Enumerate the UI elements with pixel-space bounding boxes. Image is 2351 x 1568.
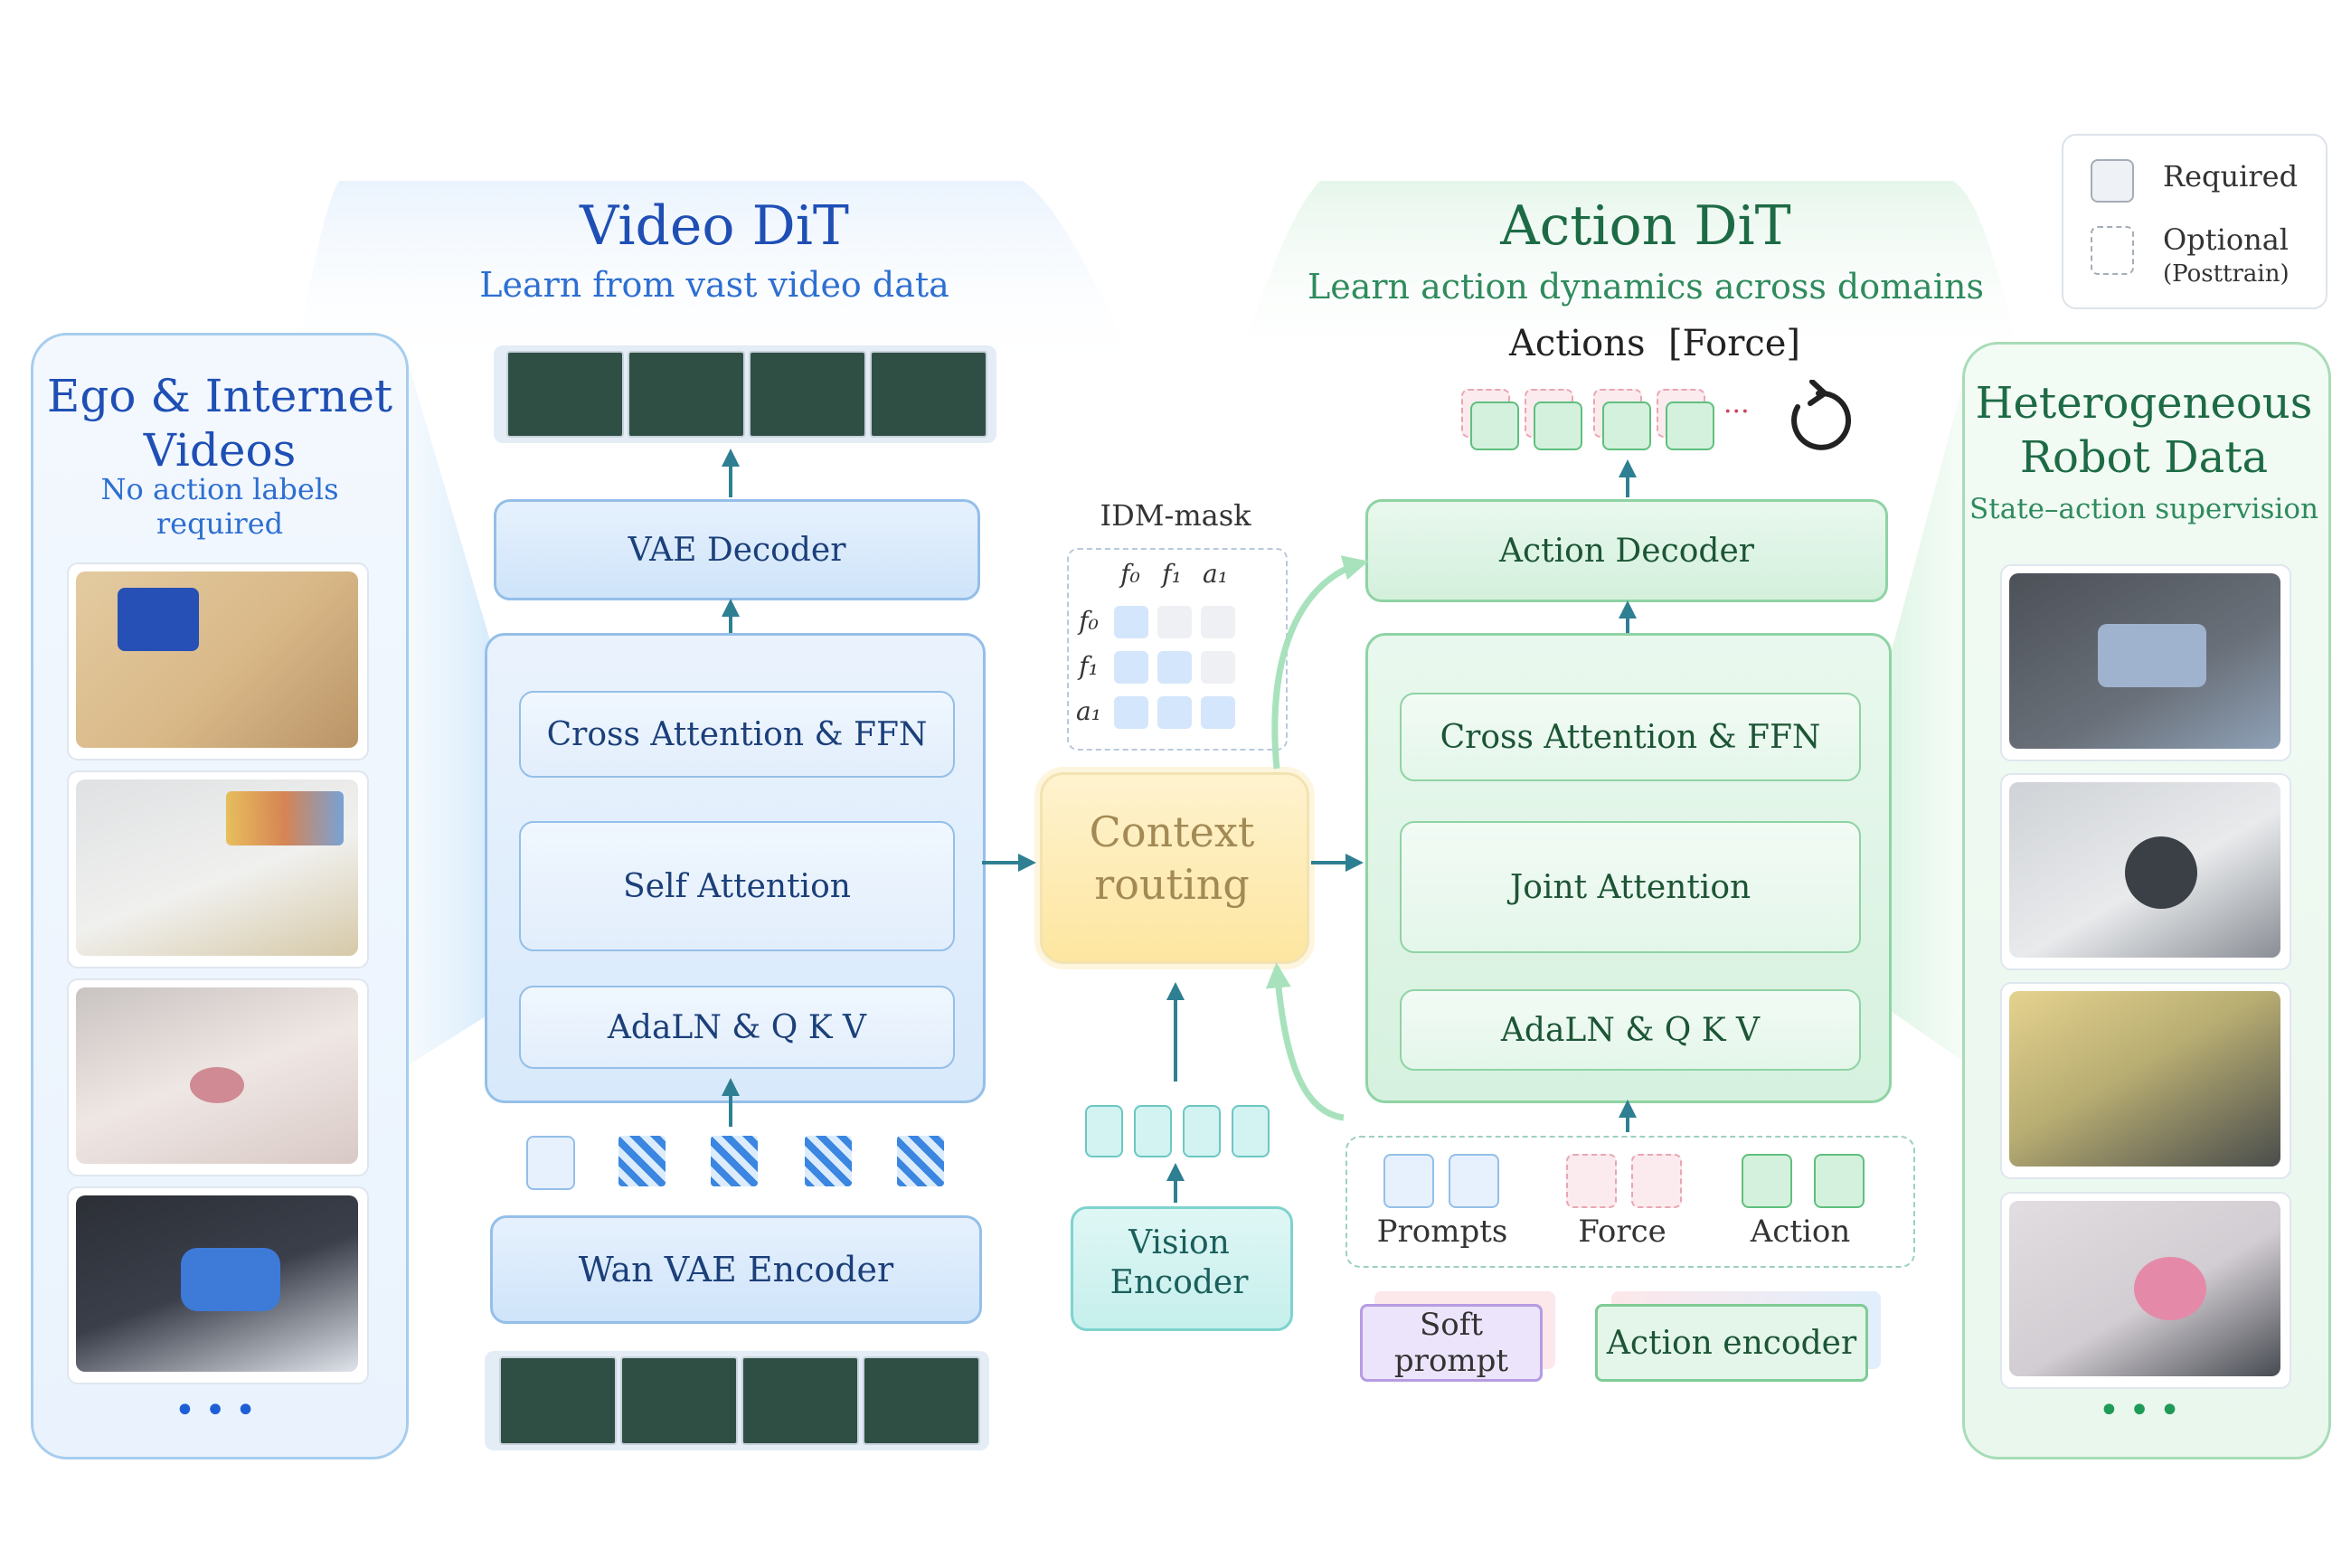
robot-photo-3 xyxy=(2009,991,2280,1167)
idm-cell-r2c1 xyxy=(1157,696,1192,729)
vision-token-3 xyxy=(1183,1105,1221,1157)
action-dit-subtitle: Learn action dynamics across domains xyxy=(1308,267,1984,307)
idm-cell-r0c2 xyxy=(1201,606,1235,638)
prompts-label: Prompts xyxy=(1376,1214,1508,1250)
action-token-out-4 xyxy=(1666,401,1714,450)
soft-prompt-block: Soft prompt xyxy=(1360,1304,1543,1382)
video-adaln-block: AdaLN & Q K V xyxy=(519,986,955,1069)
robot-panel-more-dots: ••• xyxy=(2098,1390,2190,1431)
robot-photo-4-object xyxy=(2134,1257,2206,1320)
legend-optional-label: Optional xyxy=(2163,222,2289,257)
robot-panel-title-line2: Robot Data xyxy=(2019,432,2269,483)
idm-cell-r2c2 xyxy=(1201,696,1235,729)
ego-video-photo-2-object xyxy=(226,791,344,845)
idm-mask-title: IDM-mask xyxy=(1100,498,1251,533)
action-label: Action xyxy=(1750,1214,1851,1250)
latent-token-noisy-3 xyxy=(805,1136,852,1186)
idm-cell-r1c0 xyxy=(1114,651,1148,684)
vision-token-4 xyxy=(1232,1105,1270,1157)
latent-token-noisy-2 xyxy=(711,1136,758,1186)
ego-panel-title-line2: Videos xyxy=(143,424,297,477)
idm-cell-r1c1 xyxy=(1157,651,1192,684)
idm-col-label-1: f₁ xyxy=(1162,558,1182,589)
vision-token-1 xyxy=(1085,1105,1123,1157)
action-token-in-2 xyxy=(1814,1154,1865,1208)
robot-photo-2-object xyxy=(2125,836,2197,909)
loop-icon xyxy=(1791,380,1852,450)
vision-encoder-line1: Vision xyxy=(1128,1223,1230,1261)
idm-row-label-2: a₁ xyxy=(1076,695,1101,726)
action-token-out-2 xyxy=(1534,401,1582,450)
robot-panel-subtitle: State–action supervision xyxy=(1969,493,2318,525)
output-frame-3 xyxy=(749,351,866,438)
context-routing-block xyxy=(1040,772,1309,964)
ego-video-photo-1-object xyxy=(118,588,199,651)
legend-optional-swatch xyxy=(2091,226,2134,275)
output-frame-4 xyxy=(870,351,987,438)
action-cross-attention-block: Cross Attention & FFN xyxy=(1400,693,1861,781)
wan-vae-encoder-block: Wan VAE Encoder xyxy=(490,1215,982,1324)
video-dit-subtitle: Learn from vast video data xyxy=(479,265,949,305)
action-token-in-1 xyxy=(1742,1154,1792,1208)
context-routing-line1: Context xyxy=(1089,808,1255,856)
prompt-token-2 xyxy=(1449,1154,1499,1208)
vision-encoder-block xyxy=(1071,1206,1293,1331)
input-frame-3 xyxy=(741,1356,859,1445)
action-token-out-1 xyxy=(1470,401,1519,450)
vision-encoder-line2: Encoder xyxy=(1109,1263,1249,1301)
force-token-1 xyxy=(1566,1154,1617,1208)
ego-panel-title-line1: Ego & Internet xyxy=(46,370,393,422)
actions-force-label: Actions [Force] xyxy=(1508,323,1800,364)
ego-video-photo-3-object xyxy=(190,1067,244,1103)
input-frame-4 xyxy=(863,1356,980,1445)
vision-token-2 xyxy=(1134,1105,1172,1157)
idm-cell-r1c2 xyxy=(1201,651,1235,684)
arrow-context-to-action-decoder xyxy=(1271,555,1369,770)
latent-token-clean xyxy=(526,1136,575,1190)
ego-video-photo-4-object xyxy=(181,1248,280,1311)
idm-col-label-2: a₁ xyxy=(1203,558,1228,589)
latent-token-noisy-4 xyxy=(897,1136,944,1186)
video-self-attention-block: Self Attention xyxy=(519,821,955,951)
legend-optional-note: (Posttrain) xyxy=(2163,260,2290,288)
idm-cell-r0c1 xyxy=(1157,606,1192,638)
video-cross-attention-block: Cross Attention & FFN xyxy=(519,691,955,778)
robot-panel-title-line1: Heterogeneous xyxy=(1975,378,2313,429)
legend-required-label: Required xyxy=(2163,159,2299,194)
action-dit-title: Action DiT xyxy=(1500,194,1791,258)
arrow-inputs-to-context xyxy=(1265,962,1345,1121)
video-dit-header-fan xyxy=(298,181,1130,380)
output-frame-1 xyxy=(506,351,624,438)
video-dit-title: Video DiT xyxy=(580,194,849,258)
action-encoder-block: Action encoder xyxy=(1595,1304,1868,1382)
actions-ellipsis: ··· xyxy=(1723,396,1750,428)
input-frame-1 xyxy=(499,1356,617,1445)
idm-cell-r2c0 xyxy=(1114,696,1148,729)
idm-col-label-0: f₀ xyxy=(1120,558,1140,589)
prompt-token-1 xyxy=(1383,1154,1434,1208)
vae-decoder-block: VAE Decoder xyxy=(494,499,980,600)
action-token-out-3 xyxy=(1602,401,1651,450)
idm-cell-r0c0 xyxy=(1114,606,1148,638)
idm-row-label-0: f₀ xyxy=(1079,605,1099,636)
joint-attention-block: Joint Attention xyxy=(1400,821,1861,953)
input-frame-2 xyxy=(620,1356,738,1445)
force-label: Force xyxy=(1578,1214,1666,1250)
action-dit-header-fan xyxy=(1239,181,2016,380)
output-frame-2 xyxy=(628,351,745,438)
action-adaln-block: AdaLN & Q K V xyxy=(1400,989,1861,1071)
latent-token-noisy-1 xyxy=(618,1136,666,1186)
robot-photo-1-object xyxy=(2098,624,2206,687)
idm-row-label-1: f₁ xyxy=(1079,650,1099,681)
ego-panel-more-dots: ••• xyxy=(174,1390,266,1431)
force-token-2 xyxy=(1631,1154,1682,1208)
legend-required-swatch xyxy=(2091,159,2134,203)
action-inputs-box xyxy=(1345,1136,1915,1268)
context-routing-line2: routing xyxy=(1094,860,1250,909)
